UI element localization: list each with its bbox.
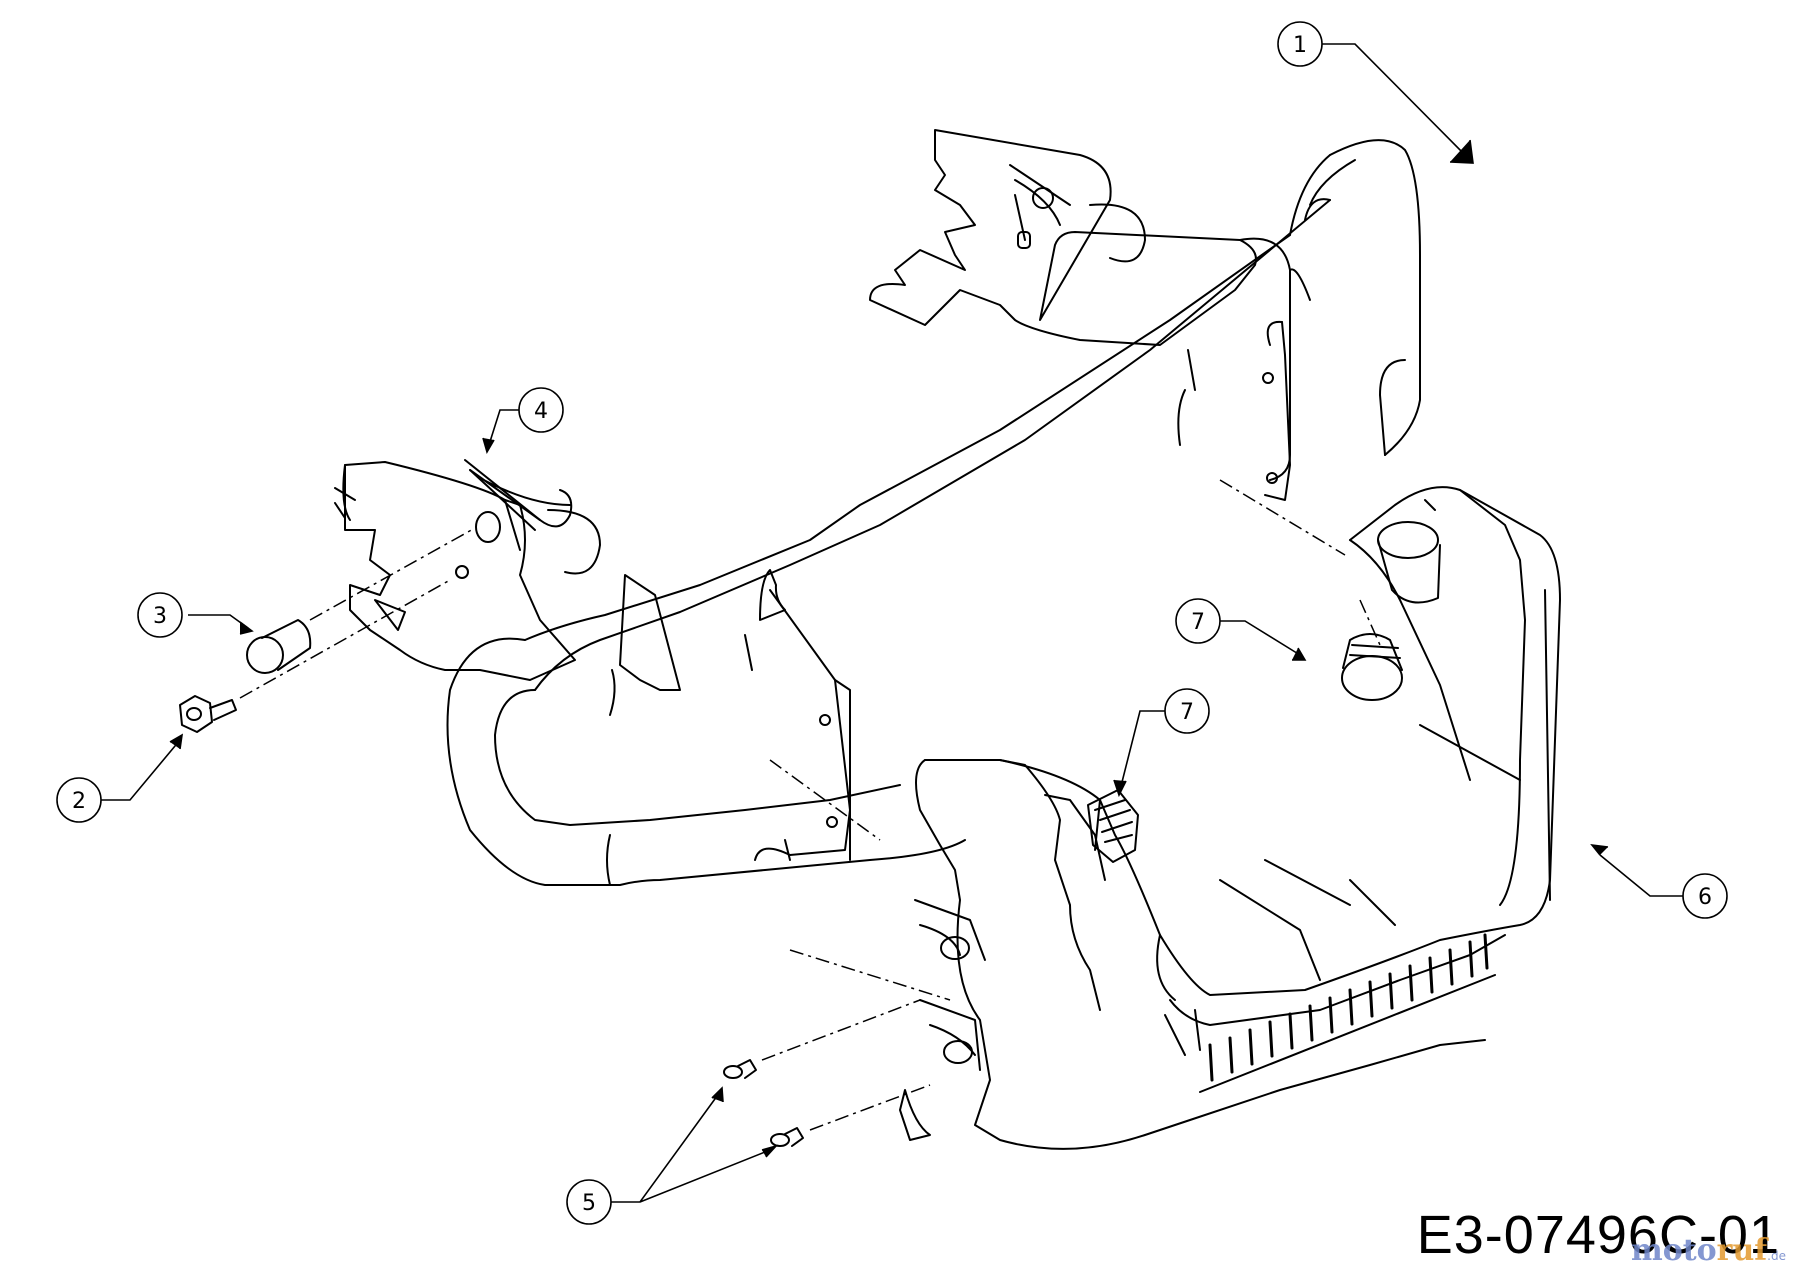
callout-2	[56, 777, 102, 823]
callout-3	[137, 592, 183, 638]
center-bracket	[619, 574, 851, 861]
callout-3-label: 3	[153, 604, 167, 629]
watermark-logo: motoruf.de	[1631, 1233, 1786, 1268]
callout-2-label: 2	[72, 789, 86, 814]
callout-leaders	[100, 43, 1683, 1203]
right-mounting-bracket	[869, 129, 1311, 484]
clevis-pin	[246, 619, 312, 674]
bumper-bar	[446, 139, 1421, 886]
drawing-number: E3-07496C-01	[1416, 1205, 1780, 1265]
grommet-upper	[1341, 633, 1403, 701]
bumper-shell	[899, 486, 1561, 1150]
callout-7-lower-label: 7	[1180, 700, 1194, 725]
left-mounting-bracket	[334, 461, 601, 681]
callout-6	[1682, 873, 1728, 919]
hairpin-clip	[464, 459, 573, 531]
callout-1-label: 1	[1293, 33, 1307, 58]
callout-7-upper	[1175, 598, 1221, 644]
push-rivet-upper	[723, 1059, 757, 1079]
callout-4-label: 4	[534, 399, 548, 424]
callout-4	[518, 387, 564, 433]
assembly-lines	[239, 479, 1381, 1131]
shell-grill-ribs	[1199, 933, 1496, 1093]
callout-5-label: 5	[582, 1191, 596, 1216]
callout-7-upper-label: 7	[1191, 610, 1205, 635]
callout-6-label: 6	[1698, 885, 1712, 910]
push-rivet-lower	[770, 1127, 804, 1147]
grommet-lower	[1087, 789, 1139, 863]
hex-bolt	[179, 695, 237, 733]
callout-5	[566, 1179, 612, 1225]
callout-1	[1277, 21, 1323, 67]
right-tube-bracket	[1264, 320, 1441, 604]
callout-7-lower	[1164, 688, 1210, 734]
